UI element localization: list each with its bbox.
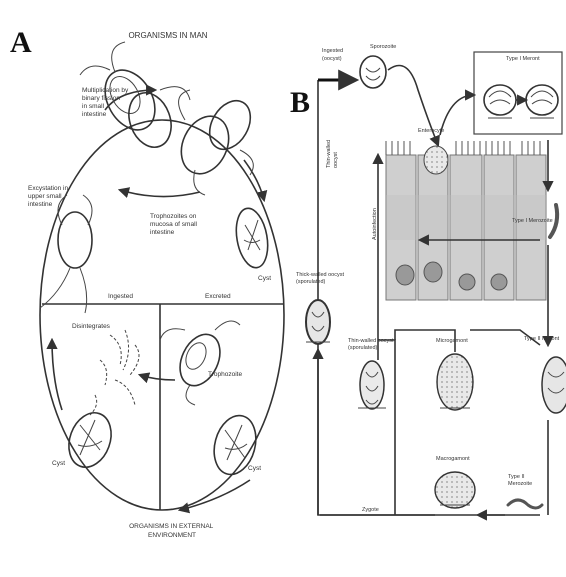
label-excystation: Excystation in upper small intestine — [28, 185, 70, 208]
trophozoite-cluster-top — [80, 42, 259, 195]
arrow-right-top — [244, 160, 264, 200]
label-cyst-right: Cyst — [258, 275, 271, 282]
label-thin-walled-2: Thin-walled oocyst (sporulated) — [348, 338, 395, 351]
thick-walled-oocyst-drawing — [306, 300, 330, 344]
label-sporozoite: Sporozoite — [370, 44, 396, 50]
arrow-upper-mid — [120, 190, 200, 197]
thin-walled-oocyst-drawing — [358, 361, 386, 409]
macrogamont-drawing — [435, 472, 475, 508]
label-ingested-b: Ingested (oocyst) — [322, 48, 345, 62]
panel-a-letter: A — [10, 26, 32, 59]
microgamont-drawing — [437, 354, 473, 410]
excystation-organism — [40, 195, 92, 313]
type-ii-meront-drawing — [542, 357, 566, 413]
arrow-to-meront — [440, 95, 474, 135]
arrow-left — [52, 340, 62, 410]
arrow-zygote-up — [378, 340, 395, 515]
arrow-disintegrate — [140, 375, 175, 380]
panel-b-letter: B — [290, 86, 310, 119]
label-type-i-meront: Type I Meront — [506, 56, 540, 62]
label-trophozoites-mucosa: Trophozoites on mucosa of small intestin… — [150, 213, 199, 236]
panel-a-title: ORGANISMS IN MAN — [128, 31, 207, 40]
panel-b: B — [290, 44, 566, 515]
label-cyst-bottom-left: Cyst — [52, 460, 65, 467]
cyst-bottom-left — [62, 407, 119, 473]
label-thick-walled: Thick-walled oocyst (sporulated) — [296, 272, 346, 285]
label-trophozoite: Trophozoite — [208, 371, 242, 378]
disintegrating-fragments — [90, 330, 139, 415]
label-disintegrates: Disintegrates — [72, 323, 111, 330]
sporozoite-drawing — [360, 56, 386, 88]
label-type-ii: Type II Meront — [524, 336, 560, 342]
arrow-bottom — [180, 480, 250, 510]
cycle-circle — [40, 120, 284, 510]
label-macrogamont: Macrogamont — [436, 456, 470, 462]
label-cyst-bottom-right: Cyst — [248, 465, 261, 472]
label-zygote: Zygote — [362, 507, 379, 513]
cyst-right-drawing — [232, 206, 272, 270]
label-multiplication: Multiplication by binary fission in smal… — [82, 87, 130, 118]
trophozoite-excreted — [160, 321, 240, 405]
label-thin-walled: Thin-walled oocyst — [326, 138, 339, 168]
label-autoinfection: Autoinfection — [372, 208, 378, 240]
type-ii-merozoite-drawing — [508, 500, 542, 508]
panel-a: A ORGANISMS IN MAN — [10, 26, 284, 539]
label-enterocyte: Enterocyte — [418, 128, 444, 134]
label-microgamont: Microgamont — [436, 338, 468, 344]
type-i-meront-drawing — [484, 85, 558, 118]
label-excreted: Excreted — [205, 293, 231, 300]
label-external-environment: ORGANISMS IN EXTERNAL ENVIRONMENT — [129, 523, 215, 539]
label-type-ii-merozoite: Type II Merozoite — [508, 474, 532, 487]
label-ingested: Ingested — [108, 293, 133, 300]
label-merozoite: Type I Merozoite — [512, 218, 553, 224]
